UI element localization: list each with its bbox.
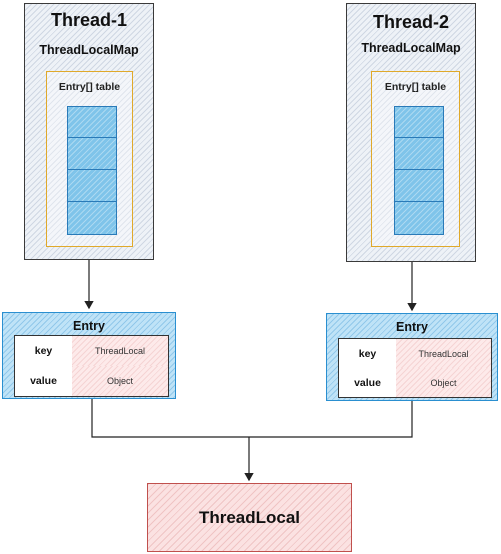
entry-key-value: ThreadLocal: [72, 336, 168, 366]
thread-title: Thread-2: [372, 12, 450, 32]
cell-divider: [395, 169, 443, 170]
entry-value-label: value: [15, 366, 73, 396]
connector-entry2-threadlocal: [249, 400, 413, 438]
thread-2-box: Thread-2 ThreadLocalMap Entry[] table: [346, 3, 476, 262]
entry-value-value: Object: [396, 368, 491, 397]
entry-value-value: Object: [72, 366, 168, 396]
entry-table-label: Entry[] table: [58, 81, 121, 93]
connector-entry1-threadlocal: [91, 396, 249, 438]
entry-value-label: value: [339, 368, 397, 397]
entry-key-label: key: [15, 336, 73, 366]
cell-divider: [68, 201, 116, 202]
entry-key-label: key: [339, 339, 397, 368]
cell-divider: [68, 169, 116, 170]
thread-title: Thread-1: [50, 10, 128, 30]
table-cells: [394, 106, 444, 235]
table-cells: [67, 106, 117, 235]
entry-table: key ThreadLocal value Object: [338, 338, 492, 398]
entry-table-label: Entry[] table: [384, 81, 447, 93]
entry-row-key: key ThreadLocal: [339, 339, 491, 368]
entry-box-1: Entry key ThreadLocal value Object: [2, 312, 176, 399]
cell-divider: [395, 201, 443, 202]
entry-key-value: ThreadLocal: [396, 339, 491, 368]
entry-table: key ThreadLocal value Object: [14, 335, 169, 397]
entry-title: Entry: [396, 320, 428, 334]
threadlocal-box: ThreadLocal: [147, 483, 352, 552]
thread-1-box: Thread-1 ThreadLocalMap Entry[] table: [24, 3, 154, 260]
entry-table-box: Entry[] table: [46, 71, 133, 247]
entry-row-key: key ThreadLocal: [15, 336, 168, 366]
map-title: ThreadLocalMap: [39, 43, 139, 57]
map-title: ThreadLocalMap: [361, 41, 461, 55]
entry-title: Entry: [73, 319, 105, 333]
entry-table-box: Entry[] table: [371, 71, 460, 247]
cell-divider: [68, 137, 116, 138]
entry-row-value: value Object: [15, 366, 168, 396]
cell-divider: [395, 137, 443, 138]
entry-box-2: Entry key ThreadLocal value Object: [326, 313, 498, 401]
entry-row-value: value Object: [339, 368, 491, 397]
